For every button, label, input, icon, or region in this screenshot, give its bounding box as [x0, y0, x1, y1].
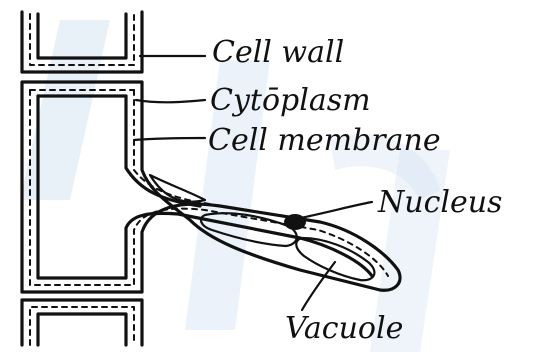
label-vacuole: Vacuole: [285, 311, 403, 346]
leader-vacuole: [302, 262, 335, 310]
label-cytoplasm: Cytōplasm: [210, 83, 371, 118]
label-cell-membrane: Cell membrane: [208, 123, 441, 158]
bottom-cell: [22, 300, 142, 345]
label-nucleus: Nucleus: [377, 185, 502, 220]
leader-cytoplasm: [136, 100, 205, 102]
leader-nucleus: [300, 202, 372, 218]
leader-cell-membrane: [134, 138, 205, 140]
label-cell-wall: Cell wall: [212, 35, 344, 70]
